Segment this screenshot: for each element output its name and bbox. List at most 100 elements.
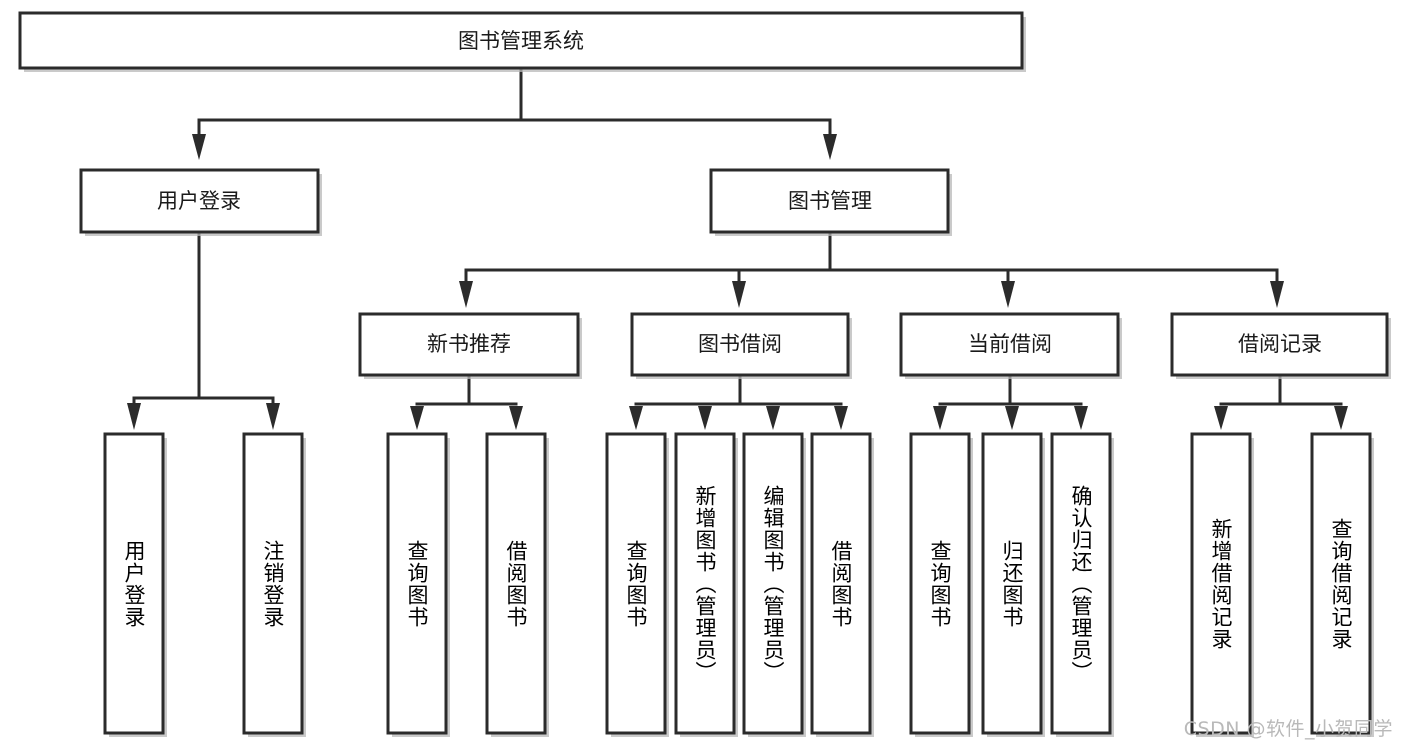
arrow-head-leaf-logout-login [266,403,280,430]
leaf-logout-login-textwrap: 注销登录 [261,539,286,628]
node-leaf-query-books-rec[interactable]: 查询图书 [386,432,450,737]
leaf-add-book-admin-textwrap: 新增图书（管理员） [693,484,718,683]
root-label: 图书管理系统 [458,29,584,53]
node-leaf-query-books-borrow[interactable]: 查询图书 [605,432,669,737]
arrow-head-leaf-borrow-books-borrow [834,406,848,430]
node-user-login[interactable]: 用户登录 [79,168,322,236]
arrow-head-leaf-borrow-books-rec [509,406,523,430]
node-leaf-borrow-books-borrow[interactable]: 借阅图书 [810,432,874,737]
new-book-recommend-label: 新书推荐 [427,332,511,356]
node-root[interactable]: 图书管理系统 [18,11,1026,72]
connector-group-book-management [459,230,1284,308]
leaf-edit-book-admin-textwrap: 编辑图书（管理员） [761,484,786,683]
node-leaf-logout-login[interactable]: 注销登录 [242,432,306,737]
node-leaf-borrow-books-rec[interactable]: 借阅图书 [485,432,549,737]
arrow-head-book-borrow [732,281,746,308]
arrow-head-leaf-edit-book-admin [766,406,780,430]
leaf-borrow-books-rec-box[interactable] [485,432,547,735]
leaf-query-books-borrow-label: 查询图书 [624,539,649,628]
leaf-query-books-rec-box[interactable] [386,432,448,735]
node-leaf-return-books[interactable]: 归还图书 [981,432,1045,737]
leaf-add-borrow-record-box[interactable] [1190,432,1252,735]
connector-group-new-book-recommend [410,373,523,430]
arrow-head-borrow-record [1270,281,1284,308]
leaf-confirm-return-admin-label: 确认归还（管理员） [1069,484,1094,683]
arrow-head-leaf-user-login [127,403,141,430]
leaf-query-books-rec-label: 查询图书 [405,539,430,628]
book-management-box[interactable] [709,168,950,234]
leaf-query-books-rec-textwrap: 查询图书 [405,539,430,628]
node-leaf-add-borrow-record[interactable]: 新增借阅记录 [1190,432,1254,737]
node-borrow-record[interactable]: 借阅记录 [1170,312,1391,379]
node-current-borrow[interactable]: 当前借阅 [899,312,1122,379]
leaf-query-books-current-label: 查询图书 [928,539,953,628]
user-login-box[interactable] [79,168,320,234]
leaf-edit-book-admin-label: 编辑图书（管理员） [761,484,786,683]
node-book-management[interactable]: 图书管理 [709,168,952,236]
node-new-book-recommend[interactable]: 新书推荐 [358,312,582,379]
leaf-user-login-textwrap: 用户登录 [122,539,147,628]
leaf-borrow-books-rec-label: 借阅图书 [504,539,529,628]
arrow-head-book-management [823,134,837,160]
leaf-add-borrow-record-textwrap: 新增借阅记录 [1209,517,1234,650]
arrow-head-leaf-query-borrow-record [1334,406,1348,430]
arrow-head-new-book-recommend [459,281,473,308]
user-login-label: 用户登录 [157,189,241,213]
leaf-add-book-admin-label: 新增图书（管理员） [693,484,718,683]
node-book-borrow[interactable]: 图书借阅 [630,312,852,379]
leaf-return-books-label: 归还图书 [1000,539,1025,628]
leaf-add-book-admin-box[interactable] [674,432,736,735]
node-leaf-confirm-return-admin[interactable]: 确认归还（管理员） [1050,432,1114,737]
current-borrow-box[interactable] [899,312,1120,377]
leaf-query-books-borrow-textwrap: 查询图书 [624,539,649,628]
leaf-edit-book-admin-box[interactable] [742,432,804,735]
leaf-logout-login-label: 注销登录 [261,539,286,628]
borrow-record-label: 借阅记录 [1238,332,1322,356]
root-box[interactable] [18,11,1024,70]
connector-group-root [192,66,837,160]
node-leaf-query-books-current[interactable]: 查询图书 [909,432,973,737]
arrow-head-user-login [192,134,206,160]
node-leaf-edit-book-admin[interactable]: 编辑图书（管理员） [742,432,806,737]
leaf-query-borrow-record-box[interactable] [1310,432,1372,735]
connector-group-current-borrow [933,373,1088,430]
connector-group-user-login [127,230,280,430]
arrow-head-leaf-query-books-current [933,406,947,430]
book-borrow-box[interactable] [630,312,850,377]
node-leaf-query-borrow-record[interactable]: 查询借阅记录 [1310,432,1374,737]
arrow-head-leaf-confirm-return-admin [1074,406,1088,430]
leaf-query-books-current-textwrap: 查询图书 [928,539,953,628]
leaf-user-login-label: 用户登录 [122,539,147,628]
leaf-return-books-box[interactable] [981,432,1043,735]
leaf-borrow-books-borrow-label: 借阅图书 [829,539,854,628]
leaf-borrow-books-borrow-textwrap: 借阅图书 [829,539,854,628]
arrow-head-current-borrow [1001,281,1015,308]
borrow-record-box[interactable] [1170,312,1389,377]
arrow-head-leaf-return-books [1005,406,1019,430]
leaf-return-books-textwrap: 归还图书 [1000,539,1025,628]
leaf-borrow-books-rec-textwrap: 借阅图书 [504,539,529,628]
leaf-query-books-borrow-box[interactable] [605,432,667,735]
current-borrow-label: 当前借阅 [968,332,1052,356]
book-borrow-label: 图书借阅 [698,332,782,356]
leaf-logout-login-box[interactable] [242,432,304,735]
leaf-confirm-return-admin-textwrap: 确认归还（管理员） [1069,484,1094,683]
arrow-head-leaf-query-books-rec [410,406,424,430]
connector-group-book-borrow [629,373,848,430]
leaf-confirm-return-admin-box[interactable] [1050,432,1112,735]
leaf-user-login-box[interactable] [103,432,165,735]
leaf-query-borrow-record-label: 查询借阅记录 [1329,517,1354,650]
arrow-head-leaf-query-books-borrow [629,406,643,430]
arrow-head-leaf-add-book-admin [698,406,712,430]
leaf-add-borrow-record-label: 新增借阅记录 [1209,517,1234,650]
book-management-label: 图书管理 [788,189,872,213]
leaf-query-borrow-record-textwrap: 查询借阅记录 [1329,517,1354,650]
node-leaf-user-login[interactable]: 用户登录 [103,432,167,737]
node-leaf-add-book-admin[interactable]: 新增图书（管理员） [674,432,738,737]
arrow-head-leaf-add-borrow-record [1214,406,1228,430]
leaf-query-books-current-box[interactable] [909,432,971,735]
leaf-borrow-books-borrow-box[interactable] [810,432,872,735]
new-book-recommend-box[interactable] [358,312,580,377]
